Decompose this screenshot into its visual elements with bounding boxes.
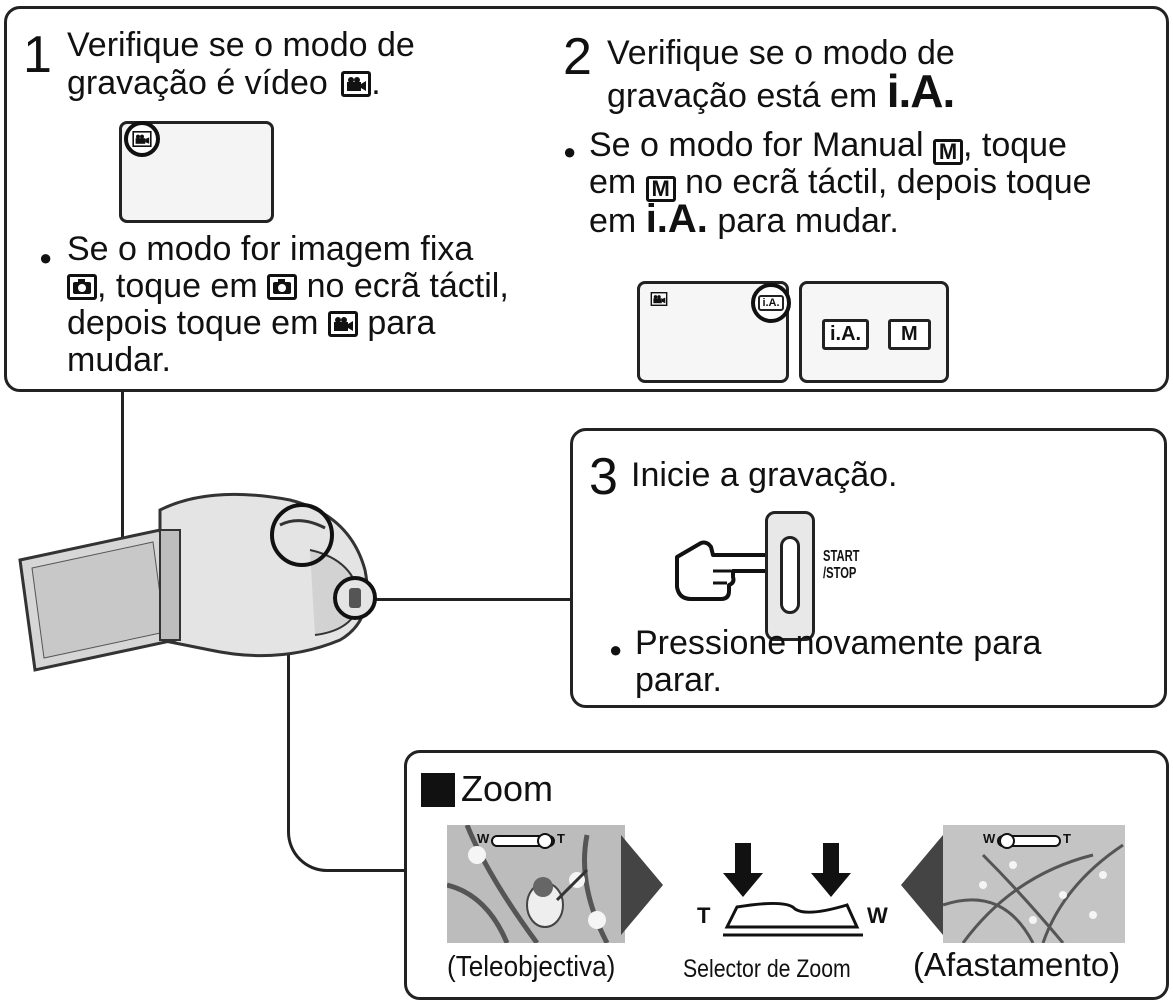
manual-mode-icon: M: [932, 139, 963, 165]
manual-mode-icon: M: [645, 176, 676, 202]
wide-zoom-slider: W T: [983, 831, 1071, 849]
step2-number: 2: [563, 28, 592, 86]
step1-number: 1: [23, 26, 52, 84]
step3-number: 3: [589, 448, 618, 506]
ia-mode-button[interactable]: i.A.: [822, 319, 870, 350]
start-stop-label: START /STOP: [823, 548, 859, 582]
camera-mode-icon: [267, 274, 298, 300]
step1-title-line2: gravação é vídeo .: [67, 65, 381, 102]
arrow-left-icon: [901, 835, 943, 935]
step2-bullet-line2b-text: no ecrã táctil, depois toque: [685, 163, 1092, 201]
video-mode-icon: [650, 292, 668, 306]
tele-preview-image: W T: [447, 825, 625, 943]
manual-mode-button[interactable]: M: [888, 319, 931, 350]
step1-title-text: gravação é vídeo: [67, 64, 328, 102]
slider-t-label: T: [1063, 831, 1071, 846]
start-stop-button-core: [780, 536, 800, 614]
steps-1-2-panel: 1 Verifique se o modo de gravação é víde…: [4, 6, 1169, 392]
lever-w-label: W: [867, 903, 888, 928]
start-stop-button[interactable]: [765, 511, 815, 641]
press-arrow-right: [811, 843, 851, 897]
zoom-panel: Zoom W T W T: [404, 750, 1169, 1000]
step2-title-line1: Verifique se o modo de: [607, 34, 955, 72]
step2-bullet-line2: em M no ecrã táctil, depois toque: [589, 164, 1092, 202]
zoom-title: Zoom: [461, 768, 554, 809]
video-mode-icon: [341, 71, 372, 97]
ia-screen-indicator: i.A.: [758, 295, 784, 311]
step3-bullet-dot: ●: [609, 637, 623, 662]
step2-bullet-line1: Se o modo for Manual M, toque: [589, 127, 1067, 165]
step2-bullet-line1b-text: , toque: [962, 126, 1067, 164]
lever-t-label: T: [697, 903, 711, 928]
step1-bullet-line3-text: depois toque em: [67, 304, 319, 342]
step1-title-end: .: [371, 64, 381, 102]
zoom-lever-illustration[interactable]: [707, 843, 877, 943]
start-label: START: [823, 548, 860, 565]
step2-bullet-line1-text: Se o modo for Manual: [589, 126, 924, 164]
stop-label: /STOP: [823, 565, 857, 582]
press-arrow-left: [723, 843, 763, 897]
caption-afastamento: (Afastamento): [913, 946, 1121, 983]
step2-title-line2-text: gravação está em: [607, 77, 878, 115]
zoom-square-icon: [421, 773, 455, 807]
camcorder-illustration: [18, 492, 377, 672]
connector-line-zoom-vertical: [287, 565, 290, 815]
caption-teleobjectiva: (Teleobjectiva): [447, 951, 616, 983]
step3-bullet-line2: parar.: [635, 661, 722, 699]
ia-mode-label: i.A.: [645, 197, 708, 241]
step1-bullet-dot: ●: [39, 245, 53, 270]
zoom-lever-highlight-circle: [270, 503, 334, 567]
slider-t-label: T: [557, 831, 565, 846]
video-mode-icon: [327, 311, 358, 337]
arrow-right-icon: [621, 835, 663, 935]
step2-highlight-circle: i.A.: [751, 283, 791, 323]
connector-line-step3: [368, 598, 572, 601]
slider-w-label: W: [983, 831, 996, 846]
step1-highlight-circle: [124, 121, 160, 157]
step1-title-line1: Verifique se o modo de: [67, 26, 415, 64]
camera-mode-icon: [67, 274, 97, 300]
step1-bullet-line2-text: , toque em: [97, 267, 258, 305]
step2-bullet-dot: ●: [563, 139, 577, 164]
step3-panel: 3 Inicie a gravação. START /STOP ● Press…: [570, 428, 1167, 708]
step2-mode-menu-screen: i.A. M: [799, 281, 949, 383]
connector-line-zoom-curve: [287, 812, 407, 872]
tele-zoom-slider: W T: [477, 831, 565, 849]
caption-selector-de-zoom: Selector de Zoom: [683, 955, 851, 983]
step3-title: Inicie a gravação.: [631, 456, 898, 494]
step1-bullet-line2: , toque em no ecrã táctil,: [67, 268, 509, 305]
pointing-hand-icon: [675, 540, 778, 601]
step1-bullet-line2b-text: no ecrã táctil,: [306, 267, 509, 305]
slider-w-label: W: [477, 831, 490, 846]
connector-line-step1: [121, 392, 124, 560]
step2-bullet-line3-text: em: [589, 202, 637, 240]
step1-bullet-line1: Se o modo for imagem fixa: [67, 230, 474, 268]
step2-bullet-line2-text: em: [589, 163, 637, 201]
step2-title-line2: gravação está em i.A.: [607, 68, 955, 115]
step1-bullet-line4: mudar.: [67, 341, 171, 379]
step2-bullet-line3b-text: para mudar.: [717, 202, 899, 240]
step1-bullet-line3: depois toque em para: [67, 305, 435, 342]
ia-mode-label: i.A.: [886, 65, 956, 117]
step1-bullet-line3b-text: para: [367, 304, 436, 342]
step2-bullet-line3: em i.A. para mudar.: [589, 199, 899, 240]
step3-bullet-line1: Pressione novamente para: [635, 624, 1042, 662]
zoom-lever: [724, 902, 860, 929]
wide-preview-image: W T: [943, 825, 1125, 943]
